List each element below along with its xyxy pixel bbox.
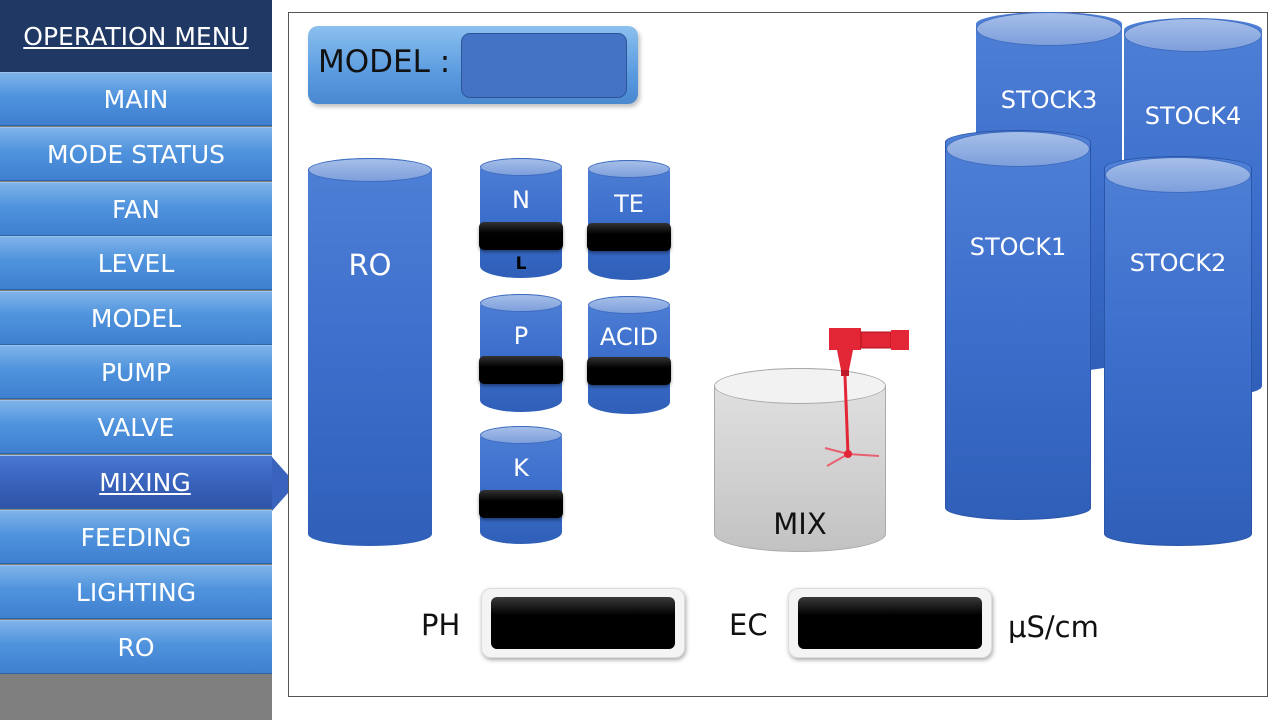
operation-menu-sidebar: OPERATION MENU MAIN MODE STATUS FAN LEVE…: [0, 0, 272, 720]
menu-item-label: MODE STATUS: [46, 139, 226, 169]
mix-tank[interactable]: MIX: [714, 368, 886, 552]
acid-tank-value-bar: [587, 357, 671, 385]
menu-item-label: LIGHTING: [75, 577, 197, 607]
tank-top: [588, 160, 670, 178]
menu-item-valve[interactable]: VALVE: [0, 400, 272, 454]
k-tank[interactable]: K: [479, 426, 563, 544]
ec-readout-frame: [788, 588, 992, 658]
ro-tank[interactable]: RO: [308, 158, 432, 546]
menu-item-model[interactable]: MODEL: [0, 291, 272, 345]
mix-tank-top: [714, 368, 886, 404]
tank-top: [976, 12, 1122, 46]
tank-top: [588, 296, 670, 314]
stock2-tank-label: STOCK2: [1129, 249, 1227, 277]
menu-item-lighting[interactable]: LIGHTING: [0, 565, 272, 619]
menu-item-label: LEVEL: [97, 248, 175, 278]
menu-item-fan[interactable]: FAN: [0, 182, 272, 236]
n-tank[interactable]: N L: [479, 158, 563, 278]
menu-item-label: VALVE: [97, 412, 175, 442]
tank-top: [480, 294, 562, 312]
acid-tank[interactable]: ACID: [587, 296, 671, 414]
tank-top: [946, 131, 1090, 167]
menu-item-mixing[interactable]: MIXING: [0, 455, 272, 509]
menu-item-label: FAN: [112, 194, 160, 224]
menu-title: OPERATION MENU: [0, 0, 272, 72]
model-value-display[interactable]: [461, 33, 627, 98]
te-tank[interactable]: TE: [587, 160, 671, 280]
acid-tank-label: ACID: [599, 323, 659, 351]
p-tank[interactable]: P: [479, 294, 563, 412]
ph-label: PH: [421, 608, 461, 642]
tank-top: [480, 158, 562, 176]
te-tank-value-bar: [587, 223, 671, 251]
ph-readout-frame: [481, 588, 685, 658]
tank-top: [308, 158, 432, 182]
model-label: MODEL :: [318, 44, 451, 80]
ph-value-display: [491, 597, 675, 649]
menu-item-label: RO: [117, 632, 155, 662]
ec-unit-label: μS/cm: [1008, 610, 1099, 644]
stock2-tank[interactable]: STOCK2: [1104, 156, 1252, 546]
menu-item-feeding[interactable]: FEEDING: [0, 510, 272, 564]
stock1-tank[interactable]: STOCK1: [945, 130, 1091, 520]
k-tank-label: K: [513, 454, 529, 482]
menu-item-mode-status[interactable]: MODE STATUS: [0, 127, 272, 181]
tank-top: [480, 426, 562, 444]
ro-tank-label: RO: [348, 248, 392, 282]
menu-item-label: PUMP: [100, 357, 172, 387]
p-tank-label: P: [513, 322, 529, 350]
menu-item-label: FEEDING: [80, 522, 192, 552]
menu-item-pump[interactable]: PUMP: [0, 345, 272, 399]
agitator-icon[interactable]: [815, 326, 915, 471]
te-tank-label: TE: [614, 190, 644, 218]
stock1-tank-label: STOCK1: [969, 233, 1067, 261]
p-tank-value-bar: [479, 356, 563, 384]
n-tank-value-bar: [479, 222, 563, 250]
menu-item-label: MIXING: [99, 467, 191, 497]
menu-item-main[interactable]: MAIN: [0, 72, 272, 126]
ec-value-display: [798, 597, 982, 649]
menu-title-text: OPERATION MENU: [23, 21, 249, 51]
menu-item-level[interactable]: LEVEL: [0, 236, 272, 290]
n-tank-label: N: [512, 186, 530, 214]
menu-item-label: MAIN: [103, 84, 169, 114]
menu-item-label: MODEL: [90, 303, 182, 333]
tank-top: [1124, 18, 1262, 52]
ec-label: EC: [729, 608, 768, 642]
menu-item-ro[interactable]: RO: [0, 620, 272, 674]
stock4-tank-label: STOCK4: [1144, 102, 1242, 130]
n-tank-level-mark: L: [515, 254, 527, 274]
tank-top: [1105, 157, 1251, 193]
stock3-tank-label: STOCK3: [1000, 86, 1098, 114]
k-tank-value-bar: [479, 490, 563, 518]
mix-tank-label: MIX: [773, 507, 827, 541]
